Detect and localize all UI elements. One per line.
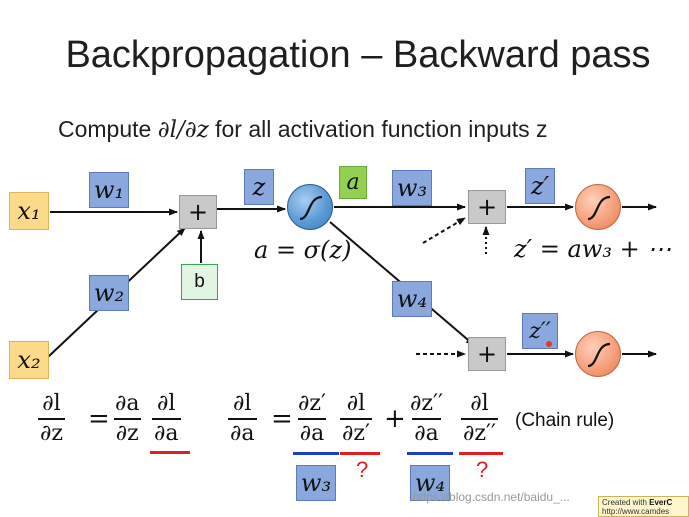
w3-below-formula: w₃ [296,465,336,501]
subtitle-prefix: Compute [58,116,158,142]
z-double-prime-box: z′′ [522,313,558,349]
sigmoid-neuron-top [575,184,621,230]
z-prime-equation-label: z′ = aw₃ + ⋯ [514,235,672,263]
csdn-watermark: https://blog.csdn.net/baidu_... [413,490,570,504]
a-equals-sigma-label: a = σ(z) [254,236,352,264]
subtitle-suffix: for all activation function inputs z [208,116,548,142]
frac-num: ∂l [470,391,489,416]
sum-node-1: + [179,195,217,229]
frac-den: ∂z′ [340,418,372,448]
frac-dl-dz: ∂l ∂z [38,390,65,448]
frac-dzp-da: ∂z′ ∂a [296,390,328,448]
input-x1-box: x₁ [9,192,49,230]
frac-den: ∂a [412,418,441,448]
frac-dl-dzpp: ∂l ∂z′′ [461,390,498,448]
w4-below-formula: w₄ [410,465,450,501]
frac-num: ∂z′′ [410,391,443,416]
blue-underline-3 [407,452,453,455]
frac-da-dz: ∂a ∂z [113,390,142,448]
sigmoid-neuron-bottom [575,331,621,377]
equals-sign-left: = [88,404,110,434]
sum-node-3: + [468,337,506,371]
chain-rule-label: (Chain rule) [515,410,615,431]
sum-node-2: + [468,190,506,224]
z-box: z [244,169,274,205]
sigmoid-curve-icon [587,342,611,368]
frac-dl-da: ∂l ∂a [228,390,257,448]
slide-title: Backpropagation – Backward pass [65,34,651,76]
activation-a-box: a [339,166,367,199]
weight-w2-box: w₂ [89,275,129,311]
sigmoid-curve-icon [587,195,611,221]
frac-den: ∂a [297,418,327,448]
equals-sign-right: = [271,404,293,434]
subtitle-math: ∂l/∂z [157,117,209,143]
created-url: http://www.camdes [602,507,670,516]
weight-w4-box: w₄ [392,281,432,317]
input-x2-box: x₂ [9,341,49,379]
question-mark-1: ? [356,457,369,482]
frac-den: ∂a [152,418,181,448]
frac-dl-dzp: ∂l ∂z′ [340,390,372,448]
red-underline-left [150,451,190,454]
frac-den: ∂a [228,418,257,448]
frac-num: ∂z′ [298,391,326,416]
frac-num: ∂l [233,391,252,416]
sigmoid-curve-icon [299,195,323,221]
frac-num: ∂l [157,391,176,416]
frac-dzpp-da: ∂z′′ ∂a [408,390,445,448]
plus-sign-formula: + [384,404,406,434]
bias-b-box: b [181,264,218,300]
created-prefix: Created with [602,498,650,507]
slide-subtitle: Compute ∂l/∂z for all activation functio… [58,116,548,143]
edge-dashed-top [422,217,466,244]
frac-den: ∂z [38,418,65,448]
z-prime-box: z′ [525,168,555,204]
frac-den: ∂z [113,418,141,448]
frac-num: ∂l [346,391,366,416]
blue-underline-1 [293,452,339,455]
created-brand: EverC [649,498,673,507]
red-underline-4 [459,452,503,455]
weight-w1-box: w₁ [89,172,129,208]
frac-num: ∂l [42,391,61,416]
sigmoid-neuron-blue [287,184,333,230]
frac-dl-da-left: ∂l ∂a [152,390,181,448]
cursor-dot [546,341,552,347]
question-mark-2: ? [476,457,489,482]
weight-w3-box: w₃ [392,170,432,206]
frac-den: ∂z′′ [461,418,498,448]
frac-num: ∂a [115,391,140,416]
red-underline-2 [340,452,380,455]
